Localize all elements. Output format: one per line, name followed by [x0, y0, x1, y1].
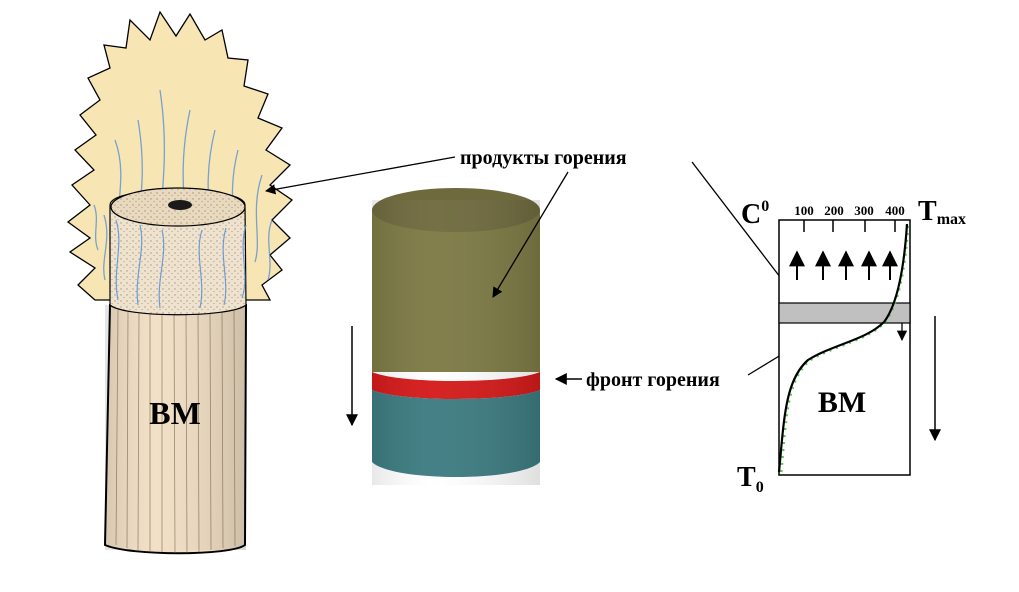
combustion-front-label: фронт горения [586, 369, 720, 391]
c0-sup: 0 [761, 198, 769, 215]
charge-stripes [115, 309, 236, 554]
temperature-curve [777, 223, 909, 473]
core-hole [168, 200, 192, 210]
section-cylinder: продукты горения фронт горения [264, 147, 854, 485]
scale-tick-label: 400 [885, 203, 905, 218]
flame-front-streaks [115, 219, 247, 309]
scale-tick-labels: 100 200 300 400 [794, 203, 905, 218]
tmax-sub: max [937, 211, 966, 228]
combustion-products-label: продукты горения [460, 147, 627, 169]
scale-ticks [803, 220, 896, 232]
scale-tick-label: 100 [794, 203, 814, 218]
burning-charge: ВМ [66, 10, 294, 555]
c0-label: C0 [741, 198, 769, 230]
products-pointer-middle [492, 171, 569, 298]
gas-flow-arrows [789, 250, 898, 280]
temperature-curve-shadow [779, 223, 910, 473]
scale-tick-label: 200 [824, 203, 844, 218]
t0-label: T0 [737, 462, 764, 496]
temperature-profile: 100 200 300 400 ВМ C0 Tmax T0 [737, 196, 966, 496]
products-pointer-right [691, 161, 791, 291]
c0-base: C [741, 199, 761, 230]
t0-base: T [737, 462, 756, 493]
tmax-label: Tmax [918, 196, 966, 228]
scale-tick-label: 300 [854, 203, 874, 218]
vm-label-left: ВМ [149, 395, 201, 431]
t0-sub: 0 [756, 479, 764, 496]
products-pointer-left [264, 156, 456, 195]
tmax-base: T [918, 196, 937, 227]
vm-label-right: ВМ [818, 386, 866, 419]
reaction-zone [778, 302, 911, 324]
